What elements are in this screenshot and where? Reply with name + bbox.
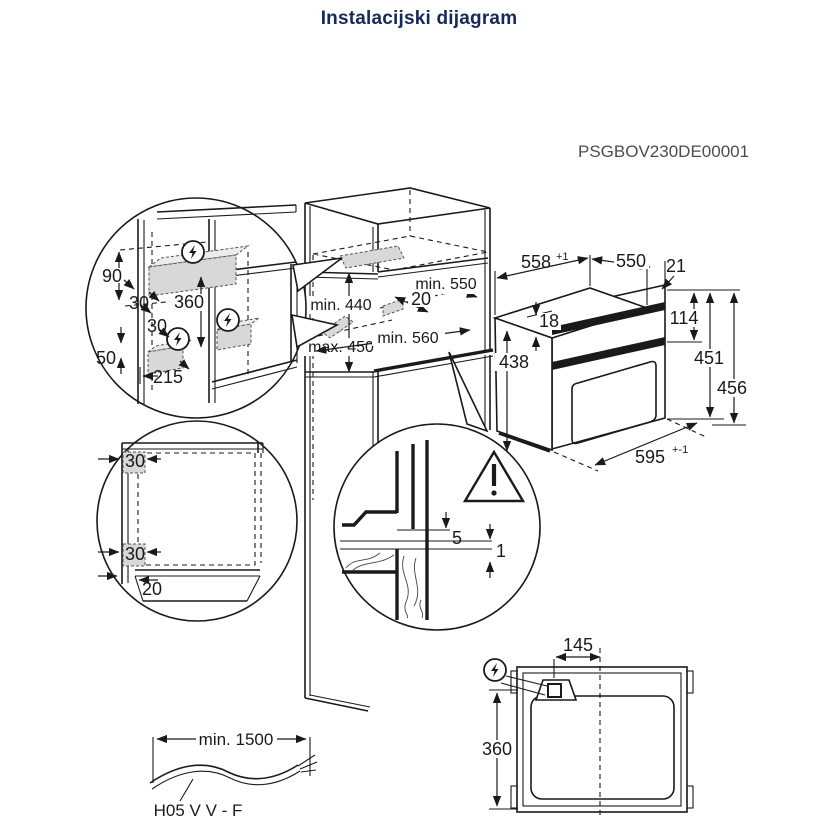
dim-min-550: min. 550: [415, 276, 476, 293]
page-title: Instalacijski dijagram: [320, 8, 518, 29]
dim-min-560: min. 560: [377, 330, 438, 347]
dim-50: 50: [96, 348, 116, 368]
dim-360: 360: [174, 292, 204, 312]
callout-pointer-mid: [291, 313, 340, 349]
oven-door-window: [571, 360, 657, 445]
dim-456: 456: [717, 378, 747, 398]
dim-360-rear: 360: [482, 739, 512, 759]
niche-dimensions: min. 550 20 min. 440 max. 450 min. 560: [303, 272, 483, 373]
dim-438: 438: [499, 352, 529, 372]
cable-curve: [149, 764, 299, 784]
dim-451: 451: [694, 348, 724, 368]
power-icon: [181, 240, 205, 264]
connection-zone-top: [339, 245, 405, 269]
dim-114: 114: [670, 308, 699, 328]
dim-90: 90: [102, 266, 122, 286]
dim-min-1500: min. 1500: [199, 730, 274, 749]
dim-215: 215: [153, 367, 183, 387]
rear-view: 145 360: [478, 635, 694, 818]
dim-595: 595: [635, 447, 665, 467]
callout-pointer-top: [292, 257, 343, 293]
dim-5: 5: [452, 528, 462, 548]
power-icon: [166, 327, 190, 351]
mains-cable: min. 1500 H05 V V - F: [149, 730, 318, 820]
dim-20-front: 20: [142, 579, 162, 599]
connection-zone-front-bottom: [122, 543, 146, 567]
dim-595-tolerance: +-1: [672, 444, 688, 456]
dim-558-tolerance: +1: [556, 251, 569, 263]
connection-zone-detail-top: [148, 254, 237, 297]
dim-145: 145: [563, 635, 593, 655]
dim-550: 550: [616, 251, 646, 271]
dim-1: 1: [496, 541, 506, 561]
wall-detail-bubble: 90 30 360 30 50 215: [85, 197, 307, 419]
dim-21: 21: [666, 256, 686, 276]
oven-dimensions: 558 +1 550 21 18 114 451 456: [494, 251, 751, 472]
power-icon: [216, 308, 240, 332]
front-view-bubble: 30 30 20: [96, 420, 298, 622]
callout-pointer-gap: [448, 351, 489, 433]
dim-20: 20: [411, 289, 431, 309]
dim-30-front-top: 30: [125, 451, 145, 471]
connection-zone-side: [382, 298, 404, 317]
oven-control-band: [552, 302, 665, 335]
model-code: PSGBOV230DE00001: [578, 142, 749, 161]
dim-558: 558: [521, 252, 551, 272]
terminal-box: [547, 683, 562, 698]
dim-30-front-bottom: 30: [125, 544, 145, 564]
connection-zone-front-top: [122, 451, 146, 474]
dim-30-top: 30: [129, 293, 149, 313]
oven-door-band: [552, 337, 665, 370]
cable-type-label: H05 V V - F: [154, 801, 243, 820]
power-icon: [483, 658, 507, 682]
warning-triangle-icon: [462, 449, 526, 503]
dim-min-440: min. 440: [310, 297, 371, 314]
dim-18: 18: [539, 311, 559, 331]
gap-detail-bubble: 5 1: [333, 423, 541, 631]
dim-30-mid: 30: [147, 316, 167, 336]
